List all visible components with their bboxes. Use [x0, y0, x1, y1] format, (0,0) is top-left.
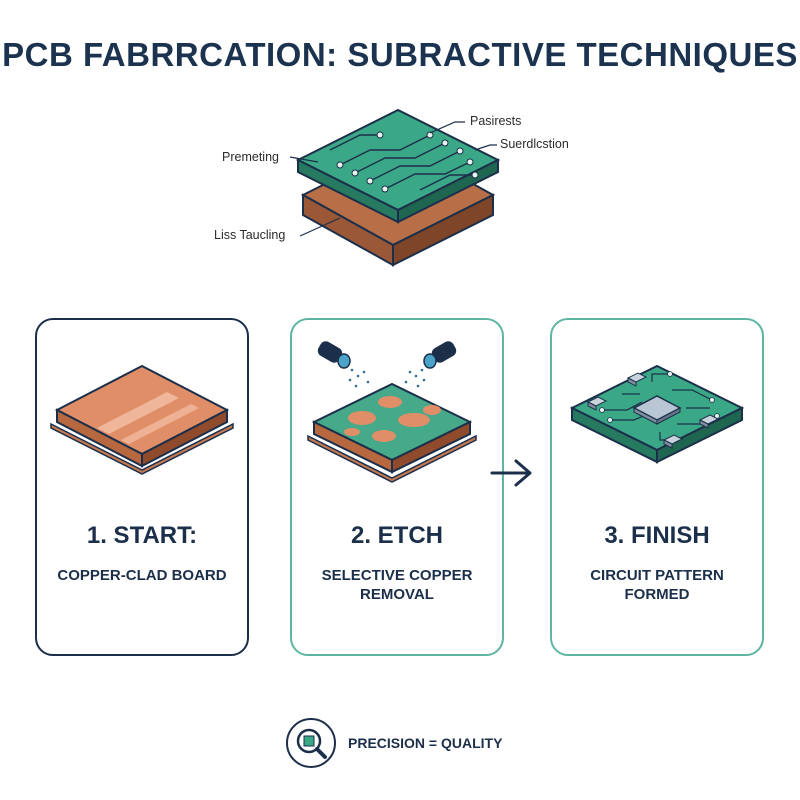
etching-board-icon [307, 341, 477, 483]
footer-label: PRECISION = QUALITY [348, 735, 503, 751]
step-description: SELECTIVE COPPER REMOVAL [321, 567, 473, 603]
hero-illustration: Pasirests Suerdlcstion Premeting Liss Ta… [0, 100, 800, 290]
arrow-right-icon [490, 459, 532, 487]
step-card-finish: 3. FINISH CIRCUIT PATTERN FORMED [550, 318, 764, 656]
callout-left: Premeting [222, 150, 279, 164]
callout-top-right: Pasirests [470, 114, 522, 128]
magnifier-chip-icon [286, 718, 336, 768]
step-title: 2. ETCH [350, 522, 443, 549]
footer-badge: PRECISION = QUALITY [284, 716, 502, 770]
step-card-start: 1. START: COPPER-CLAD BOARD [35, 318, 249, 656]
callout-bottom-left: Liss Taucling [214, 228, 286, 242]
callout-right: Suerdlcstion [500, 137, 569, 151]
step-title: 1. START: [86, 522, 198, 549]
step-description: CIRCUIT PATTERN FORMED [590, 567, 724, 603]
copper-clad-board-icon [50, 364, 234, 475]
finished-circuit-board-icon [569, 364, 745, 464]
step-description: COPPER-CLAD BOARD [57, 567, 227, 584]
step-title: 3. FINISH [604, 522, 710, 549]
pcb-layers-graphic [289, 108, 501, 267]
spray-nozzle-icon [317, 341, 457, 369]
step-card-etch: 2. ETCH SELECTIVE COPPER REMOVAL [290, 318, 504, 656]
page-title: PCB FABRRCATION: SUBRACTIVE TECHNIQUES [2, 36, 798, 73]
